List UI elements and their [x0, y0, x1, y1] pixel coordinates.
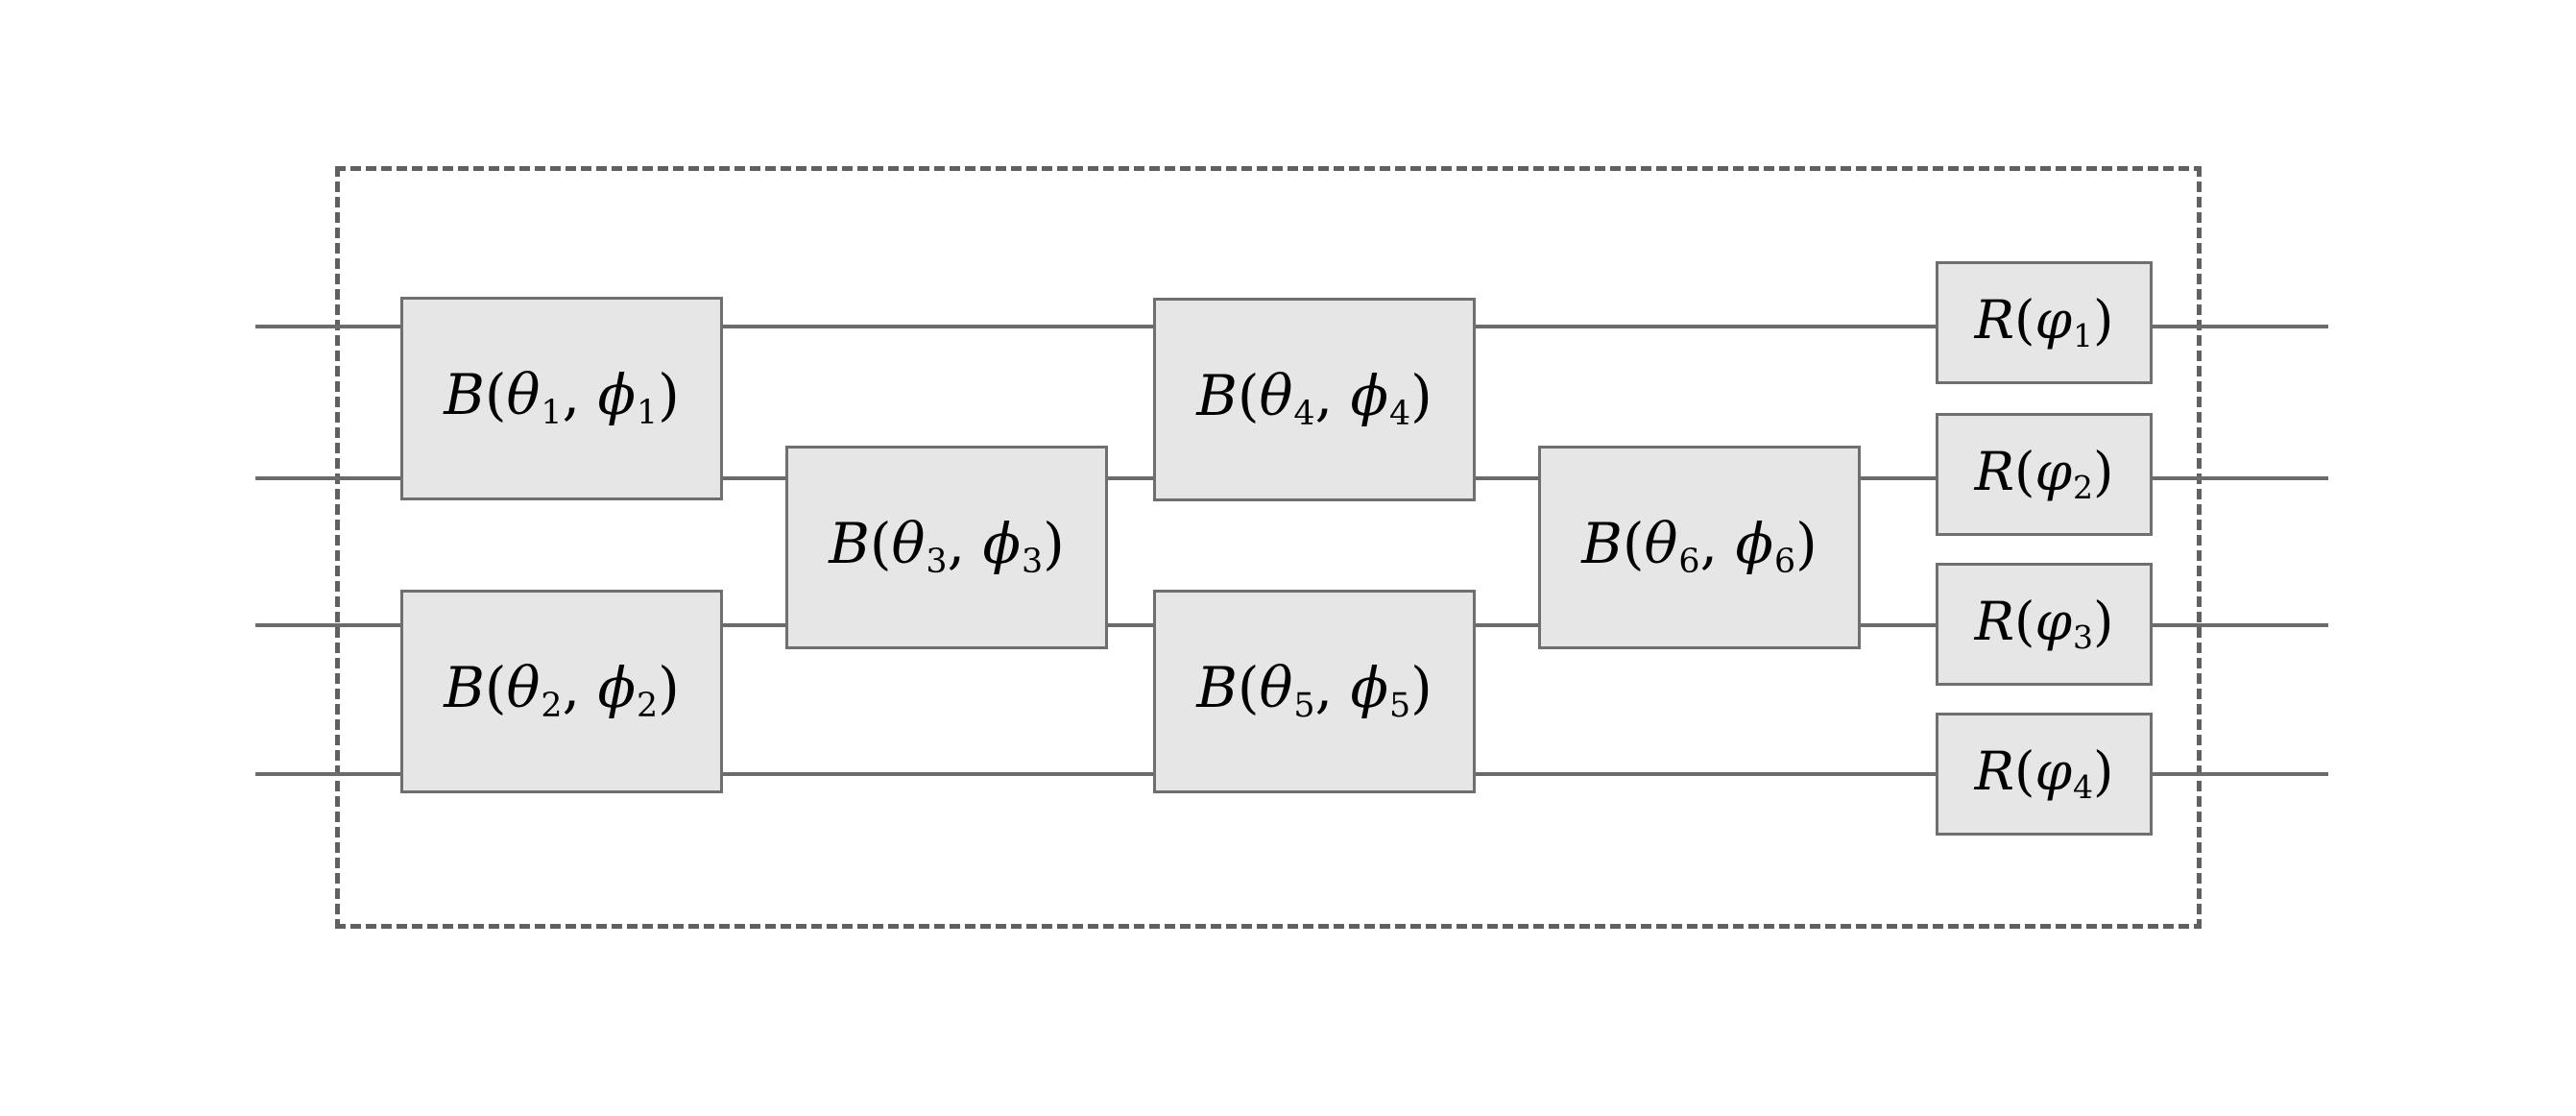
label-separator: ,: [1314, 363, 1351, 429]
label-open-paren: (: [869, 511, 892, 577]
gate-rotation-2: R(φ2): [1936, 413, 2153, 536]
gate-rotation-4: R(φ4): [1936, 713, 2153, 836]
gate-rotation-3: R(φ3): [1936, 563, 2153, 686]
label-open-paren: (: [1237, 363, 1260, 429]
label-theta-sub: 3: [926, 542, 948, 581]
label-func: B: [1196, 655, 1238, 721]
gate-beamsplitter-6-label: B(θ6, ϕ6): [1581, 516, 1818, 579]
label-close-paren: ): [1043, 511, 1065, 577]
label-phi-sub: 6: [1773, 542, 1796, 581]
label-close-paren: ): [2092, 590, 2114, 652]
label-close-paren: ): [658, 362, 680, 428]
label-close-paren: ): [1410, 363, 1432, 429]
gate-beamsplitter-3-label: B(θ3, ϕ3): [829, 516, 1065, 579]
gate-beamsplitter-4: B(θ4, ϕ4): [1153, 298, 1476, 501]
label-separator: ,: [1699, 511, 1736, 577]
label-separator: ,: [562, 362, 598, 428]
label-varphi: φ: [2034, 288, 2072, 351]
label-func: R: [1974, 740, 2014, 802]
label-theta: θ: [1644, 511, 1678, 577]
gate-rotation-3-label: R(φ3): [1975, 594, 2114, 657]
gate-beamsplitter-1: B(θ1, ϕ1): [400, 297, 723, 500]
label-separator: ,: [947, 511, 983, 577]
label-func: B: [1581, 511, 1623, 577]
label-phi-sub: 5: [1388, 686, 1411, 725]
label-func: R: [1974, 590, 2014, 652]
label-open-paren: (: [2013, 740, 2035, 802]
label-theta-sub: 5: [1293, 686, 1315, 725]
gate-rotation-1: R(φ1): [1936, 261, 2153, 384]
label-open-paren: (: [2013, 288, 2035, 351]
label-phi-sub: 4: [1388, 394, 1411, 433]
label-phi-sub: 1: [636, 393, 659, 432]
label-phi: ϕ: [597, 362, 636, 428]
label-separator: ,: [1314, 655, 1351, 721]
label-phi-sub: 2: [636, 686, 659, 725]
gate-rotation-1-label: R(φ1): [1975, 293, 2114, 355]
label-open-paren: (: [484, 655, 507, 721]
label-func: R: [1974, 440, 2014, 502]
label-phi: ϕ: [597, 655, 636, 721]
label-theta: θ: [1259, 363, 1293, 429]
label-theta-sub: 1: [541, 393, 563, 432]
label-theta-sub: 2: [541, 686, 563, 725]
label-theta: θ: [1259, 655, 1293, 721]
label-close-paren: ): [2092, 288, 2114, 351]
label-theta: θ: [506, 362, 541, 428]
label-separator: ,: [562, 655, 598, 721]
label-varphi: φ: [2034, 590, 2072, 652]
gate-rotation-2-label: R(φ2): [1975, 445, 2114, 507]
label-phi: ϕ: [982, 511, 1021, 577]
label-func: B: [444, 655, 485, 721]
label-close-paren: ): [1795, 511, 1818, 577]
label-varphi-sub: 2: [2072, 469, 2093, 507]
label-close-paren: ): [658, 655, 680, 721]
label-varphi-sub: 1: [2072, 317, 2093, 355]
label-phi-sub: 3: [1021, 542, 1044, 581]
label-varphi-sub: 4: [2072, 768, 2093, 807]
gate-beamsplitter-4-label: B(θ4, ϕ4): [1196, 368, 1432, 431]
label-close-paren: ): [2092, 440, 2114, 502]
gate-beamsplitter-3: B(θ3, ϕ3): [785, 446, 1108, 649]
boundary-bottom-edge: [335, 924, 2202, 929]
boundary-right-edge: [2197, 166, 2202, 929]
label-phi: ϕ: [1350, 363, 1388, 429]
label-varphi: φ: [2034, 440, 2072, 502]
label-close-paren: ): [1410, 655, 1432, 721]
label-varphi-sub: 3: [2072, 619, 2093, 657]
boundary-left-edge: [335, 166, 340, 929]
label-theta: θ: [506, 655, 541, 721]
label-theta-sub: 4: [1293, 394, 1315, 433]
label-close-paren: ): [2092, 740, 2114, 802]
label-open-paren: (: [484, 362, 507, 428]
gate-beamsplitter-5: B(θ5, ϕ5): [1153, 590, 1476, 793]
label-phi: ϕ: [1735, 511, 1773, 577]
label-func: B: [1196, 363, 1238, 429]
label-func: B: [444, 362, 485, 428]
boundary-top-edge: [335, 166, 2202, 171]
label-open-paren: (: [1237, 655, 1260, 721]
label-theta: θ: [891, 511, 926, 577]
label-func: R: [1974, 288, 2014, 351]
gate-beamsplitter-2: B(θ2, ϕ2): [400, 590, 723, 793]
label-open-paren: (: [2013, 440, 2035, 502]
gate-beamsplitter-5-label: B(θ5, ϕ5): [1196, 660, 1432, 723]
label-varphi: φ: [2034, 740, 2072, 802]
label-open-paren: (: [2013, 590, 2035, 652]
gate-beamsplitter-1-label: B(θ1, ϕ1): [444, 367, 680, 430]
label-func: B: [829, 511, 870, 577]
gate-beamsplitter-2-label: B(θ2, ϕ2): [444, 660, 680, 723]
gate-rotation-4-label: R(φ4): [1975, 744, 2114, 807]
label-open-paren: (: [1622, 511, 1645, 577]
label-phi: ϕ: [1350, 655, 1388, 721]
label-theta-sub: 6: [1678, 542, 1700, 581]
gate-beamsplitter-6: B(θ6, ϕ6): [1538, 446, 1861, 649]
